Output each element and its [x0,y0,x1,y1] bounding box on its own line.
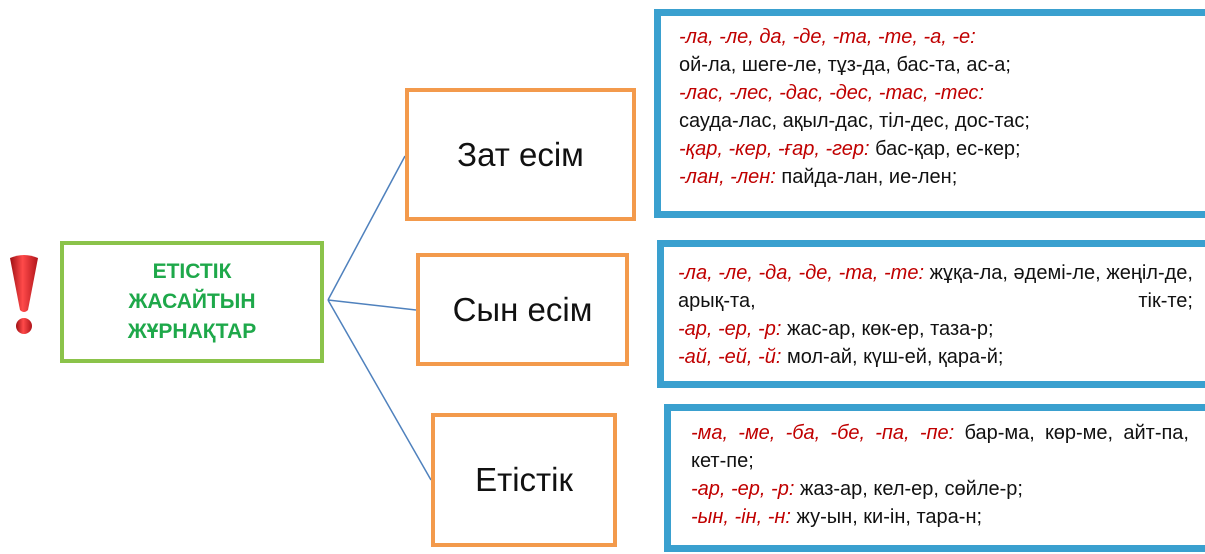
suffix-line: -қар, -кер, -ғар, -гер: бас-қар, ес-кер; [679,135,1205,163]
suffix-list: -ла, -ле, -да, -де, -та, -те: [678,262,925,284]
example-words: жас-ар, көк-ер, таза-р; [781,318,994,340]
category-label: Зат есім [457,135,584,173]
connector-zat-esim [327,155,406,301]
suffix-line: -ма, -ме, -ба, -бе, -па, -пе: бар-ма, кө… [691,419,1189,475]
suffix-line: -лан, -лен: пайда-лан, ие-лен; [679,163,1205,191]
example-words: ой-ла, шеге-ле, тұз-да, бас-та, ас-а; [679,54,1011,76]
suffix-box-zat-esim: -ла, -ле, да, -де, -та, -те, -а, -е: ой-… [654,9,1205,218]
suffix-line: -лас, -лес, -дас, -дес, -тас, -тес: [679,79,1205,107]
example-words: сауда-лас, ақыл-дас, тіл-дес, дос-тас; [679,110,1030,132]
example-words: бар-ма, көр-ме, айт-па, кет-пе; [691,422,1189,472]
category-label: Етістік [475,461,573,498]
suffix-list: -лас, -лес, -дас, -дес, -тас, -тес: [679,82,984,104]
suffix-line: ой-ла, шеге-ле, тұз-да, бас-та, ас-а; [679,51,1205,79]
example-words: жаз-ар, кел-ер, сөйле-р; [794,478,1023,500]
category-etistik: Етістік [431,413,617,547]
suffix-line: -ла, -ле, да, -де, -та, -те, -а, -е: [679,23,1205,51]
exclamation-icon [10,255,38,334]
example-words: жу-ын, ки-ін, тара-н; [790,506,983,528]
suffix-line: -ын, -ін, -н: жу-ын, ки-ін, тара-н; [691,503,1189,531]
suffix-line: -ай, -ей, -й: мол-ай, күш-ей, қара-й; [678,343,1193,371]
root-line-1: ЕТІСТІК [152,260,232,283]
suffix-line: сауда-лас, ақыл-дас, тіл-дес, дос-тас; [679,107,1205,135]
suffix-list: -қар, -кер, -ғар, -гер: [679,138,870,160]
suffix-line: -ар, -ер, -р: жас-ар, көк-ер, таза-р; [678,315,1193,343]
suffix-list: -ла, -ле, да, -де, -та, -те, -а, -е: [679,26,976,48]
example-words: бас-қар, ес-кер; [869,138,1021,160]
suffix-box-syn-esim: -ла, -ле, -да, -де, -та, -те: жұқа-ла, ә… [657,240,1205,388]
suffix-list: -ар, -ер, -р: [678,318,782,340]
example-words: жұқа-ла, әдемі-ле, жеңіл-де, арық-та, ті… [678,262,1193,312]
root-node: ЕТІСТІК ЖАСАЙТЫН ЖҰРНАҚТАР [60,241,324,363]
root-line-3: ЖҰРНАҚТАР [127,320,257,343]
suffix-list: -ма, -ме, -ба, -бе, -па, -пе: [691,422,955,444]
suffix-line: -ар, -ер, -р: жаз-ар, кел-ер, сөйле-р; [691,475,1189,503]
example-words: мол-ай, күш-ей, қара-й; [781,346,1004,368]
example-words: пайда-лан, ие-лен; [775,166,958,188]
connector-etistik [327,299,432,481]
suffix-list: -ай, -ей, -й: [678,346,782,368]
root-line-2: ЖАСАЙТЫН [128,290,256,313]
category-zat-esim: Зат есім [405,88,636,221]
suffix-list: -лан, -лен: [679,166,776,188]
category-syn-esim: Сын есім [416,253,629,366]
suffix-list: -ар, -ер, -р: [691,478,795,500]
category-label: Сын есім [452,290,593,328]
connector-syn-esim [327,299,417,311]
suffix-box-etistik: -ма, -ме, -ба, -бе, -па, -пе: бар-ма, кө… [664,404,1205,552]
suffix-list: -ын, -ін, -н: [691,506,791,528]
suffix-line: -ла, -ле, -да, -де, -та, -те: жұқа-ла, ә… [678,259,1193,315]
